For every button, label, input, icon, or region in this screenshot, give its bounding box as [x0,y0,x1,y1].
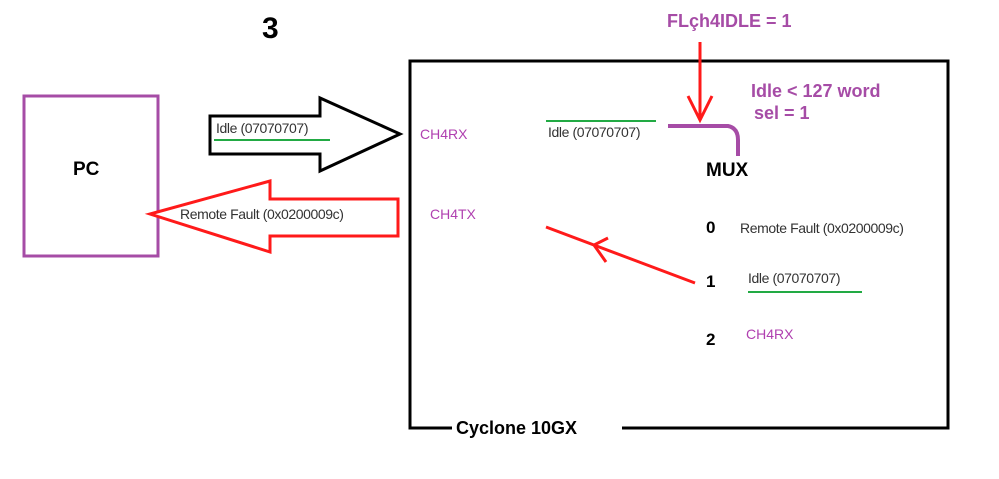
mux-input-2-label: CH4RX [746,326,794,342]
step-number: 3 [262,12,279,45]
mux-to-tx-arrow-line [545,225,696,285]
mux-title: MUX [706,160,749,181]
mux-input-1-label: Idle (07070707) [748,270,841,286]
flag-arrow-head [686,95,714,124]
remote-fault-arrow-label: Remote Fault (0x0200009c) [180,206,344,222]
pc-box [22,94,160,258]
condition-line-2: sel = 1 [754,103,810,123]
ch4rx-port-label: CH4RX [420,126,468,142]
mux-input-0-index: 0 [706,218,716,237]
idle-arrow-label: Idle (07070707) [216,120,309,136]
condition-line-1: Idle < 127 word [751,81,881,101]
ch4tx-port-label: CH4TX [430,206,476,222]
condition-label: Idle < 127 word sel = 1 [751,80,881,124]
mux-input-1-index: 1 [706,272,716,291]
sel-bracket [668,124,740,156]
flag-label: FLçh4IDLE = 1 [667,11,792,31]
rx-idle-signal-label: Idle (07070707) [548,124,641,140]
mux-to-tx-arrow-head [591,236,609,263]
remote-fault-to-pc-arrow [144,179,400,255]
pc-label: PC [73,159,100,180]
idle-to-fpga-arrow [208,95,404,174]
mux-input-2-index: 2 [706,330,716,349]
mux-input-0-label: Remote Fault (0x0200009c) [740,220,904,236]
fpga-board-outline [408,59,950,430]
fpga-label: Cyclone 10GX [456,418,578,438]
